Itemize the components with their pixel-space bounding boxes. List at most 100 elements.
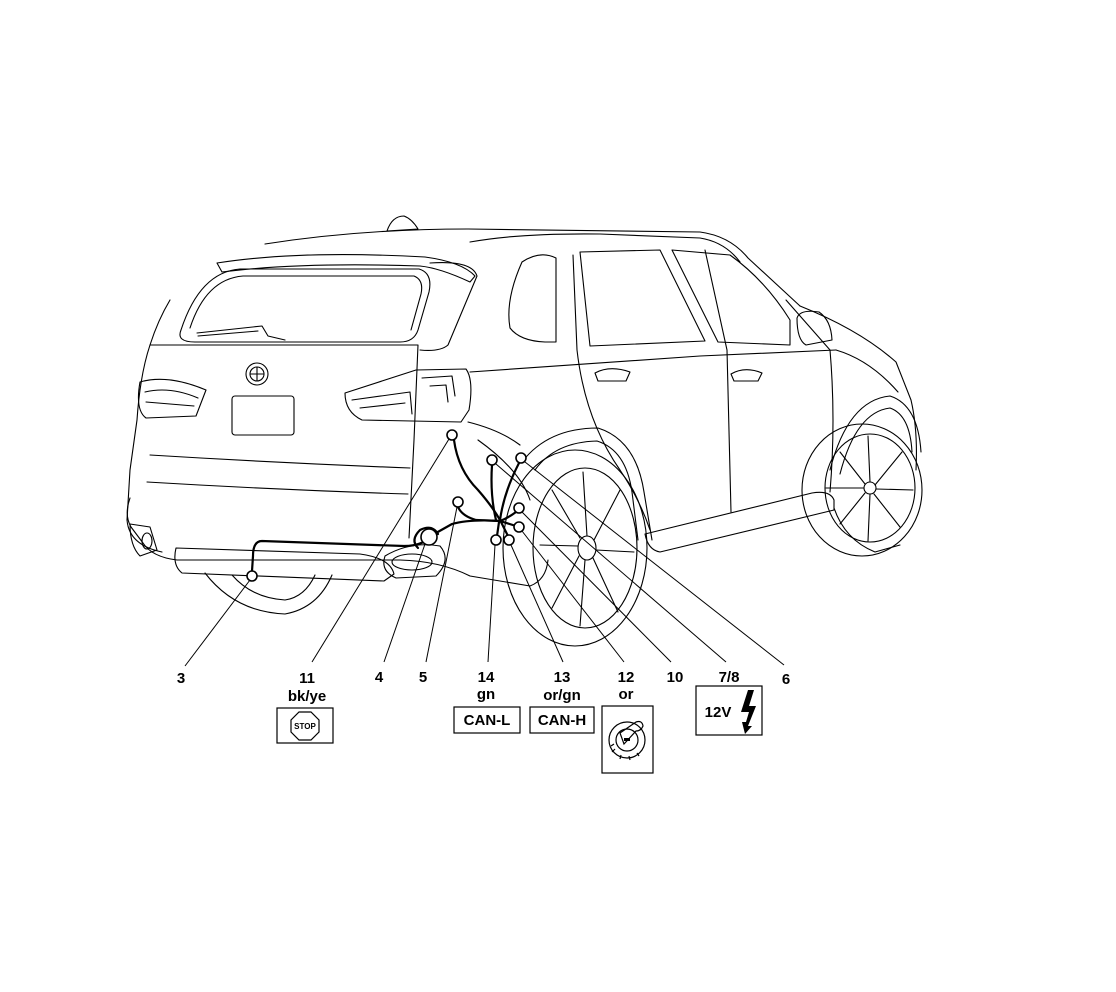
connector-12 — [513, 521, 525, 533]
tailgate — [149, 299, 419, 539]
rear-spoiler — [216, 254, 476, 283]
leader-14 — [487, 544, 496, 663]
connector-13 — [503, 534, 515, 546]
wire-12 — [498, 519, 518, 528]
twelve-volt-label: 12V — [705, 704, 732, 721]
rear-rim-spokes — [539, 471, 635, 627]
wire-10 — [498, 510, 518, 523]
callout-7-8-number: 7/8 — [719, 669, 740, 686]
rear-door-handle — [594, 368, 631, 382]
front-rim-spokes — [825, 435, 914, 542]
leader-10 — [521, 511, 672, 663]
front-rim — [824, 433, 916, 543]
stop-sign-icon: STOP — [290, 711, 320, 741]
brand-logo — [245, 362, 269, 386]
rear-wiper — [196, 325, 286, 341]
exhaust-left-pipe — [141, 532, 153, 550]
can-l-label: CAN-L — [464, 712, 511, 729]
front-tyre — [801, 423, 923, 557]
front-door-window — [671, 249, 791, 346]
exhaust-left — [129, 523, 158, 557]
roof-rail — [469, 233, 741, 263]
wire-6 — [498, 461, 521, 522]
rear-tyre-left — [204, 572, 333, 615]
ignition-cylinder — [615, 728, 639, 752]
rear-window — [179, 268, 431, 343]
front-fender — [835, 349, 899, 393]
callout-12-wire-color: or — [619, 686, 634, 703]
connector-4 — [420, 528, 438, 546]
rear-quarter-window — [508, 254, 557, 343]
callout-4-number: 4 — [375, 669, 384, 686]
rear-wheel-arch-inner — [534, 440, 639, 541]
callout-13-number: 13 — [554, 669, 571, 686]
brand-logo-cross — [249, 366, 265, 382]
wire-main-trunk — [250, 519, 502, 573]
can-h-label: CAN-H — [538, 712, 586, 729]
front-hub — [863, 481, 877, 495]
hood-line — [799, 305, 917, 471]
wire-7-8 — [490, 463, 498, 522]
quarter-panel — [467, 421, 531, 501]
wiring-harness — [246, 429, 527, 582]
connector-7-8 — [486, 454, 498, 466]
front-door-line — [785, 299, 834, 493]
taillight-right — [344, 368, 472, 423]
rear-tyre-right — [502, 449, 648, 647]
leader-6 — [524, 461, 785, 666]
leader-11 — [311, 438, 450, 663]
ignition-switch-icon — [608, 720, 646, 761]
callout-14-number: 14 — [478, 669, 495, 686]
front-bumper-lower — [833, 507, 901, 553]
taillight-left-inner — [144, 389, 199, 407]
connector-5 — [452, 496, 464, 508]
leader-13 — [510, 544, 564, 663]
exhaust-right-pipe — [391, 553, 433, 571]
car-outline — [126, 215, 923, 647]
tailgate-crease — [146, 454, 411, 495]
ignition-ticks — [610, 743, 640, 761]
taillight-right-inner — [351, 375, 456, 415]
connector-14 — [490, 534, 502, 546]
rear-window-inner — [189, 275, 423, 331]
stop-sign-octagon — [290, 711, 320, 741]
callout-labels: 3 11 bk/ye STOP 4 5 14 gn CAN-L 13 or/gn… — [177, 669, 790, 774]
roof-antenna — [386, 215, 419, 232]
connector-10 — [513, 502, 525, 514]
callout-12-number: 12 — [618, 669, 635, 686]
side-sill — [644, 491, 835, 553]
ignition-key — [619, 720, 644, 746]
license-plate — [231, 395, 295, 436]
connector-11 — [446, 429, 458, 441]
can-l-box — [453, 706, 521, 734]
leader-12 — [521, 530, 625, 663]
ignition-slot — [624, 738, 630, 741]
wire-14 — [495, 520, 501, 538]
leader-lines — [184, 438, 785, 667]
callout-13-wire-color: or/gn — [543, 687, 581, 704]
ignition-outer-ring — [608, 721, 646, 759]
roof-line — [264, 228, 801, 307]
beltline — [469, 349, 837, 373]
callout-10-number: 10 — [667, 669, 684, 686]
rear-rim-right — [532, 467, 638, 629]
stop-sign-box — [276, 707, 334, 744]
can-h-box — [529, 706, 595, 734]
rear-door-line — [572, 254, 651, 531]
front-wheel-arch-inner — [839, 407, 913, 475]
leader-4 — [383, 543, 426, 663]
callout-11-wire-color: bk/ye — [288, 688, 326, 705]
wire-loop — [413, 526, 440, 550]
stop-sign-text: STOP — [294, 722, 316, 731]
rear-bumper — [126, 497, 549, 587]
front-door-handle — [730, 369, 763, 382]
callout-5-number: 5 — [419, 669, 427, 686]
rear-door-window — [579, 249, 706, 347]
rear-diffuser — [174, 547, 395, 582]
lightning-bolt-icon — [741, 690, 756, 734]
d-pillar — [419, 261, 478, 351]
connector-6 — [515, 452, 527, 464]
rear-wheel-arch — [521, 427, 653, 541]
leader-3 — [184, 579, 251, 667]
